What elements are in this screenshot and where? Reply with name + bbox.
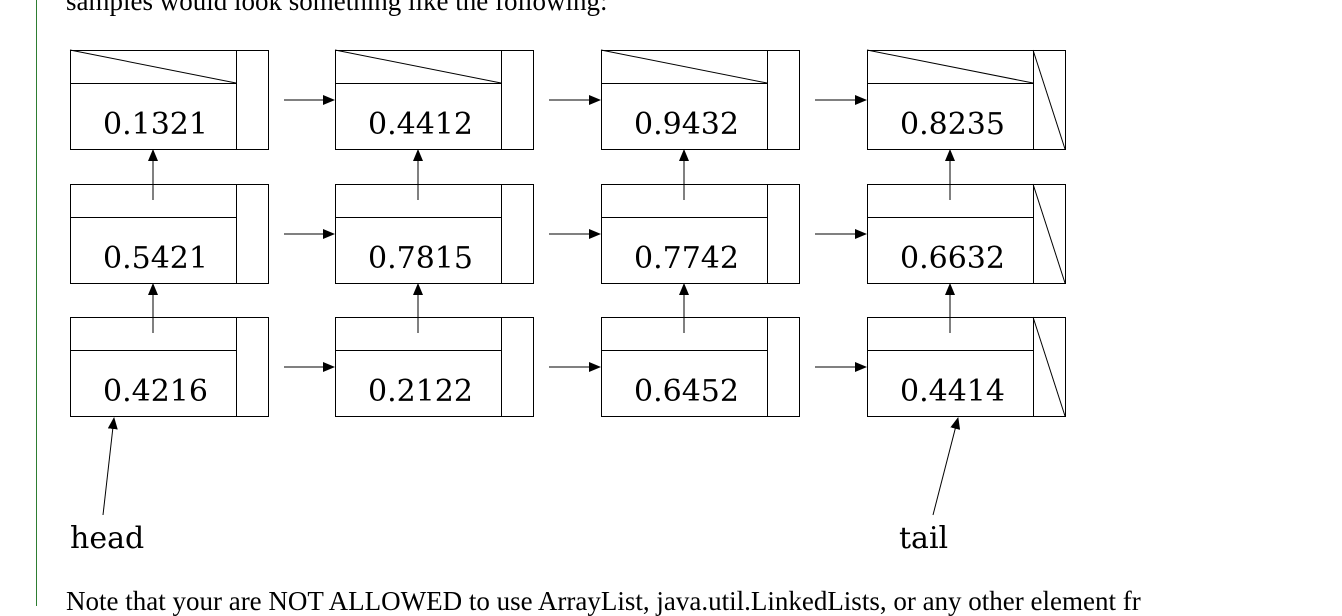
node-value: 0.4414 <box>900 374 1005 409</box>
node-value: 0.9432 <box>634 107 739 142</box>
list-node: 0.8235 <box>866 49 1066 150</box>
node-box <box>70 317 269 417</box>
list-node: 0.5421 <box>70 184 269 284</box>
node-box <box>867 184 1066 284</box>
null-up-slash <box>866 49 1034 84</box>
node-box <box>601 50 800 150</box>
node-box <box>335 50 534 150</box>
node-box <box>70 50 269 150</box>
node-value: 0.4412 <box>368 107 473 142</box>
null-next-slash <box>1032 316 1066 417</box>
node-value: 0.1321 <box>103 107 208 142</box>
node-value: 0.8235 <box>900 107 1005 142</box>
node-value: 0.4216 <box>103 374 208 409</box>
null-next-slash <box>1032 183 1066 284</box>
list-node: 0.4216 <box>70 317 269 417</box>
list-node: 0.2122 <box>335 317 534 417</box>
list-node: 0.4412 <box>334 49 534 150</box>
list-node: 0.7742 <box>601 184 800 284</box>
node-value: 0.7815 <box>368 241 473 276</box>
node-box <box>867 317 1066 417</box>
null-up-slash <box>600 49 768 84</box>
node-value: 0.7742 <box>634 241 739 276</box>
head-label: head <box>70 521 144 556</box>
intro-text: samples would look something like the fo… <box>66 0 608 16</box>
list-node: 0.9432 <box>600 49 800 150</box>
node-box <box>335 184 534 284</box>
list-node: 0.6632 <box>867 183 1066 284</box>
node-value: 0.5421 <box>103 241 208 276</box>
list-node: 0.1321 <box>69 49 269 150</box>
null-next-slash <box>1032 49 1066 150</box>
list-node: 0.7815 <box>335 184 534 284</box>
tail-label: tail <box>899 521 948 556</box>
head-pointer-arrow <box>102 417 118 516</box>
node-value: 0.6632 <box>900 241 1005 276</box>
node-value: 0.2122 <box>368 374 473 409</box>
null-up-slash <box>69 49 237 84</box>
node-box <box>70 184 269 284</box>
tail-pointer-arrow <box>932 417 961 516</box>
null-up-slash <box>334 49 502 84</box>
list-node: 0.6452 <box>601 317 800 417</box>
node-value: 0.6452 <box>634 374 739 409</box>
node-box <box>601 317 800 417</box>
node-box <box>867 50 1066 150</box>
list-node: 0.4414 <box>867 316 1066 417</box>
node-box <box>601 184 800 284</box>
left-border-rule <box>36 0 37 606</box>
node-box <box>335 317 534 417</box>
